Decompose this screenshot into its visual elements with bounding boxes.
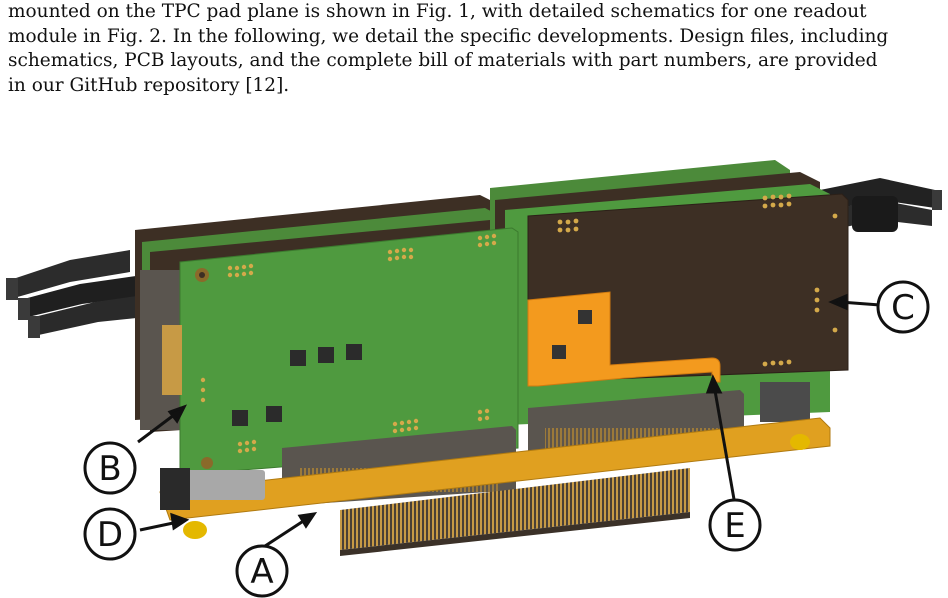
callout-label-D: D: [97, 515, 123, 555]
callout-E: E: [708, 498, 762, 552]
callout-C: C: [876, 280, 930, 334]
callout-B: B: [83, 441, 137, 495]
front-green-pcb: [162, 227, 519, 476]
callout-label-E: E: [724, 506, 745, 546]
callout-arrows: [137, 293, 881, 550]
callout-D: D: [83, 507, 137, 561]
base-pcb: [159, 417, 831, 556]
callout-label-B: B: [98, 449, 121, 489]
body-paragraph: mounted on the TPC pad plane is shown in…: [8, 0, 940, 98]
orange-flex-cable: [527, 291, 721, 387]
callout-A: A: [235, 544, 289, 598]
readout-hardware-figure: B C D A E: [6, 160, 942, 598]
callout-label-C: C: [891, 288, 915, 328]
left-ribbon-cables: [6, 250, 165, 338]
paragraph-line-3: schematics, PCB layouts, and the complet…: [8, 50, 878, 71]
paragraph-line-2: module in Fig. 2. In the following, we d…: [8, 25, 889, 47]
callout-label-A: A: [250, 552, 273, 592]
paragraph-line-4: in our GitHub repository [12].: [8, 74, 290, 96]
paragraph-line-1: mounted on the TPC pad plane is shown in…: [8, 1, 867, 22]
